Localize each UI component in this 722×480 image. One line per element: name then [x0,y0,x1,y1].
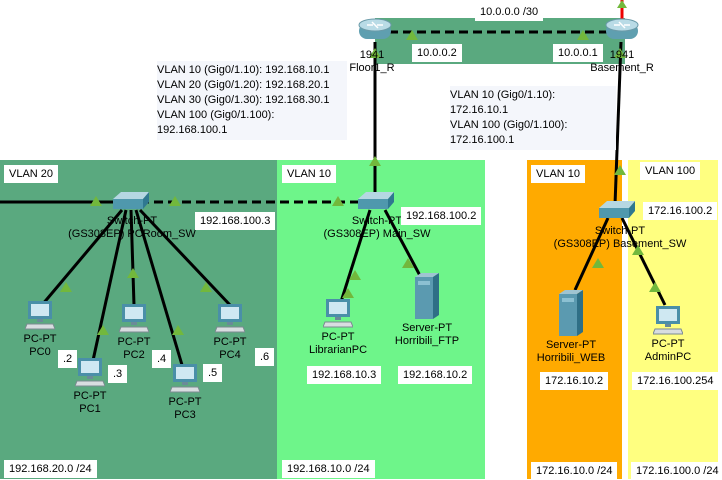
zone-subnet: 172.16.10.0 /24 [531,462,618,480]
host-ip: .2 [58,350,78,368]
switch-pcroom-label: Switch-PT(GS308EP) PCRoom_SW [68,215,196,240]
link-pc0 [40,209,124,306]
floor-wan-ip: 10.0.0.2 [412,44,462,62]
pc-icon[interactable] [25,300,55,330]
host-ip: 172.16.10.2 [540,372,609,390]
link-pc2 [129,209,136,306]
server-icon[interactable] [559,290,583,336]
pc-icon[interactable] [323,298,353,328]
zone-label: VLAN 10 [531,165,586,183]
host-ip: 192.168.10.2 [398,366,473,384]
link-status-lights [60,0,661,335]
router-icon[interactable] [358,17,392,43]
zone-label: VLAN 10 [282,165,337,183]
pc-icon[interactable] [653,305,683,335]
switch-ip: 172.16.100.2 [643,202,718,220]
pc-icon[interactable] [75,357,105,387]
router-icon[interactable] [605,17,639,43]
switch-icon[interactable] [599,201,635,219]
switch-icon[interactable] [358,192,394,210]
zone-label: VLAN 20 [4,165,59,183]
host-ip: .5 [203,364,223,382]
zone-subnet: 192.168.20.0 /24 [4,460,97,478]
pc-icon[interactable] [215,303,245,333]
link-main-sw-librarian [338,209,372,306]
switch-main-label: Switch-PT(GS308EP) Main_SW [323,215,431,240]
wan-network-label: 10.0.0.0 /30 [475,3,544,21]
zone-subnet: 192.168.10.0 /24 [282,460,375,478]
switch-ip: 192.168.100.2 [401,207,482,225]
zone-subnet: 172.16.100.0 /24 [631,462,722,480]
pc-icon[interactable] [170,363,200,393]
link-main-sw-ftp [383,209,427,286]
host-ip: 192.168.10.3 [307,366,382,384]
link-pc4 [138,208,232,307]
link-pc1 [90,209,128,366]
link-pc3 [134,209,187,376]
server-icon[interactable] [415,273,439,319]
switch-basement-label: Switch-PT(GS308EP) Basement_SW [553,225,687,250]
host-ip: .6 [255,348,275,366]
pc-icon[interactable] [119,303,149,333]
host-ip: .4 [152,350,172,368]
link-basement-router-sw [613,41,623,206]
host-ip: 172.16.100.254 [632,372,719,390]
host-ip: .3 [108,365,128,383]
link-basement-sw-web [573,217,610,291]
switch-icon[interactable] [113,192,149,210]
basement-wan-ip: 10.0.0.1 [553,44,603,62]
zone-label: VLAN 100 [640,162,701,180]
switch-ip: 192.168.100.3 [195,212,276,230]
